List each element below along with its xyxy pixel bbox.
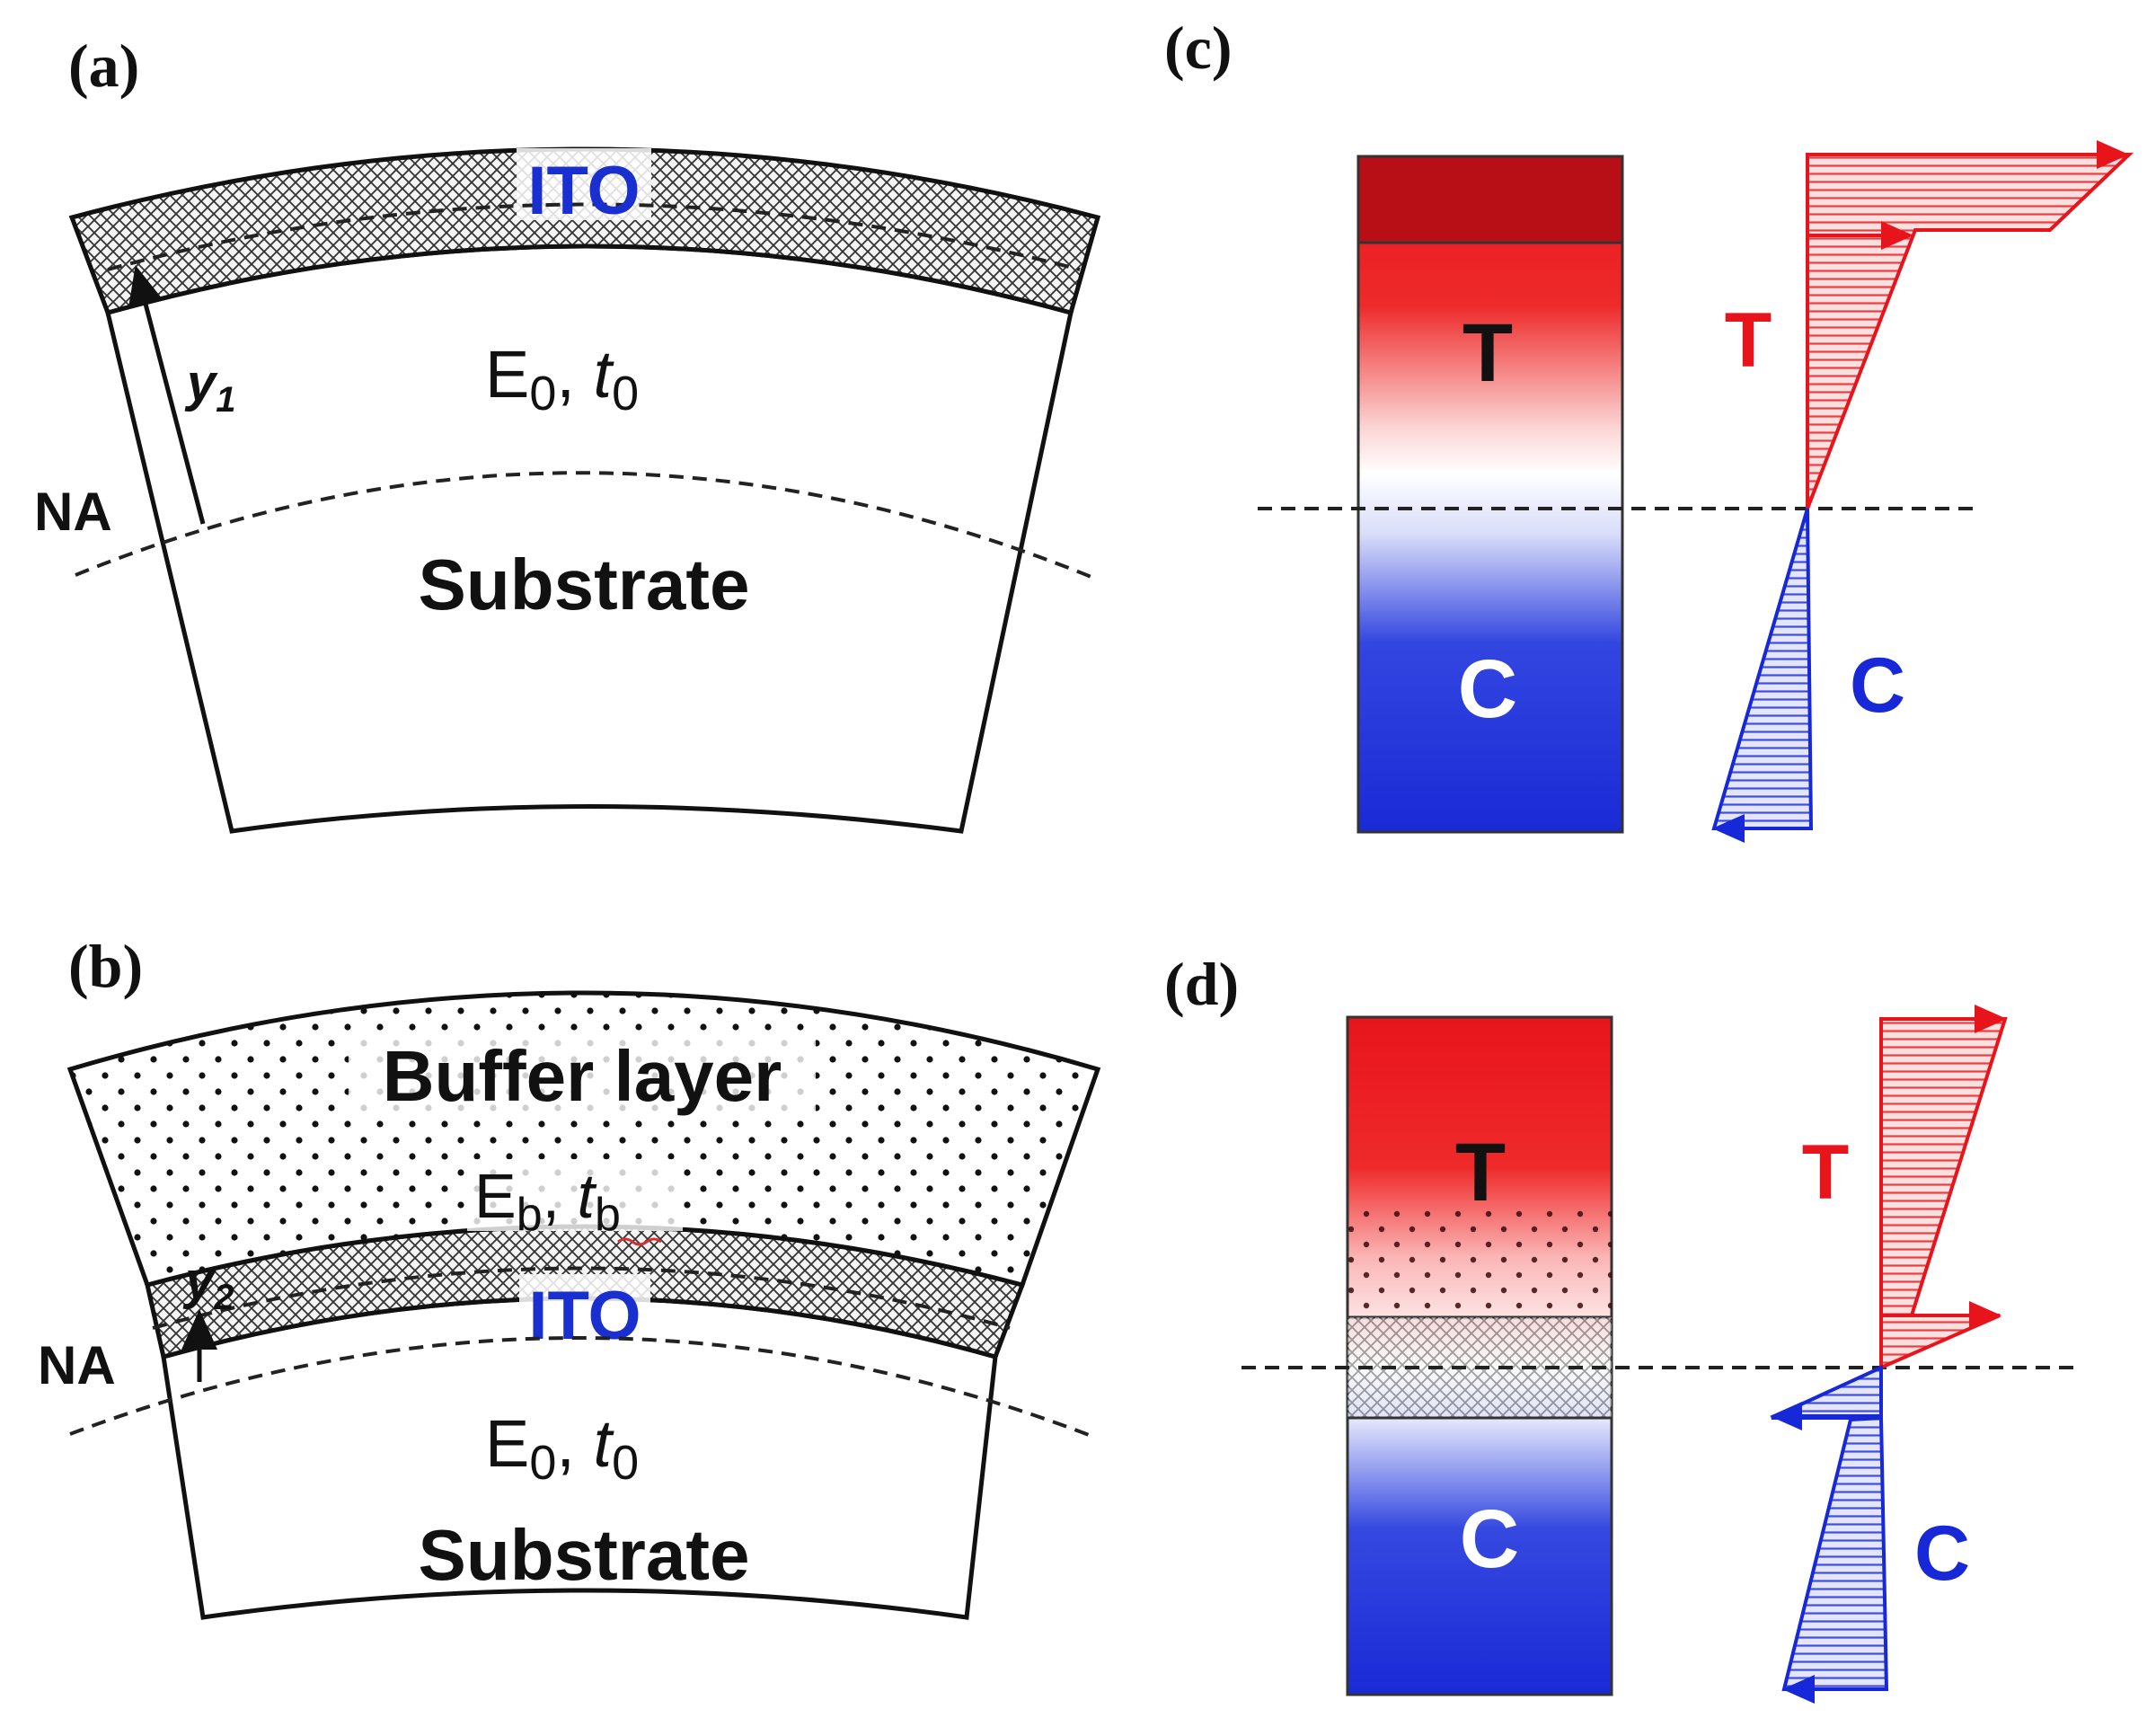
substrate-label-b: Substrate <box>419 1515 750 1595</box>
neutral-axis-a <box>75 471 1099 581</box>
compression-hatch-c <box>1714 509 1811 828</box>
compression-label-c: C <box>1458 643 1517 735</box>
ito-midline-a <box>107 202 1081 271</box>
ito-label-b: ITO <box>528 1278 641 1354</box>
buffer-modulus-box <box>467 1159 683 1231</box>
na-label-a: NA <box>34 482 112 542</box>
tension-label-c: T <box>1462 307 1513 399</box>
modulus-label-a: E0, t0 <box>485 337 639 421</box>
spellcheck-underline <box>617 1237 662 1246</box>
ito-label-box-a <box>517 148 651 220</box>
panel-c: (c) T C T C <box>1164 13 2134 843</box>
y1-label: y1 <box>184 354 236 420</box>
compression-hatch-d <box>1772 1368 1886 1689</box>
tension-hatch-c <box>1807 155 2129 509</box>
buffer-label-box <box>349 1033 816 1114</box>
substrate-a <box>105 244 1074 834</box>
buffer-label: Buffer layer <box>383 1036 782 1116</box>
panel-d-label: (d) <box>1164 950 1239 1018</box>
ito-layer-a <box>68 146 1101 316</box>
tension-side-label-d: T <box>1802 1129 1850 1216</box>
panel-b-label: (b) <box>68 932 143 1000</box>
tension-hatch-d <box>1881 1019 2005 1368</box>
compression-side-label-c: C <box>1850 642 1905 729</box>
ito-band-c <box>1356 155 1624 244</box>
stress-bar-c <box>1356 155 1624 834</box>
y2-label: y2 <box>182 1252 234 1317</box>
panel-a-label: (a) <box>68 31 139 100</box>
panel-c-label: (c) <box>1164 13 1232 82</box>
panel-a: (a) ITO NA y1 E0, t0 Substrate <box>34 31 1101 834</box>
modulus-label-b: E0, t0 <box>485 1406 639 1490</box>
na-label-b: NA <box>38 1335 116 1395</box>
tension-label-d: T <box>1455 1127 1506 1218</box>
y1-arrow <box>128 265 206 525</box>
ito-label-box-b <box>519 1274 650 1346</box>
compression-side-label-d: C <box>1914 1510 1970 1597</box>
neutral-axis-b <box>69 1336 1097 1439</box>
tension-side-label-c: T <box>1725 297 1772 384</box>
modulus-label-buffer: Eb, tb <box>474 1161 621 1241</box>
compression-label-d: C <box>1460 1493 1519 1585</box>
panel-d: (d) T C T C <box>1164 950 2075 1704</box>
buffer-dots-d <box>1348 1209 1612 1317</box>
ito-label-a: ITO <box>527 153 640 229</box>
ito-midline-b <box>152 1266 1011 1330</box>
substrate-label-a: Substrate <box>419 545 750 624</box>
panel-b: (b) Buffer layer Eb, tb ITO NA y2 E0, t0… <box>38 932 1101 1620</box>
substrate-band-d <box>1346 1416 1613 1696</box>
buffer-dots-b <box>70 993 1098 1285</box>
